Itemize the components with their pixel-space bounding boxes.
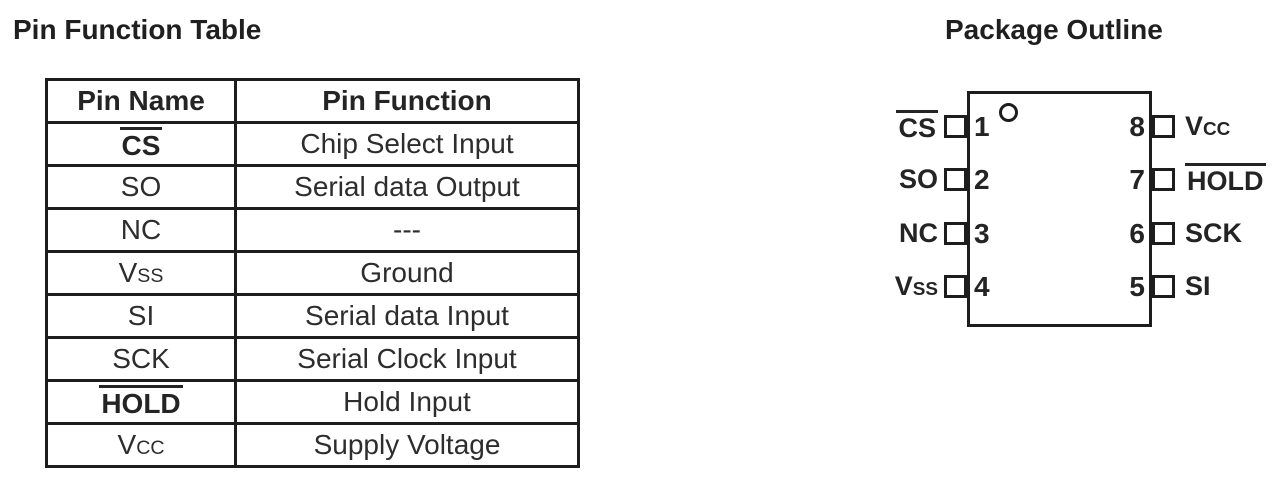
pin-name-cell: SO xyxy=(45,164,237,210)
pin-label: NC xyxy=(820,216,938,250)
pin-function-cell: Supply Voltage xyxy=(234,422,580,468)
pin-square xyxy=(944,115,967,138)
pin-function-header: Pin Function xyxy=(234,78,580,124)
table-row: CS Chip Select Input xyxy=(45,121,580,167)
pin-name-subscript: SS xyxy=(912,278,938,300)
pin-name-text: HOLD xyxy=(99,384,183,418)
pin-label: VCC xyxy=(1185,109,1274,143)
pin-square xyxy=(944,275,967,298)
pin-square xyxy=(1152,115,1175,138)
pin-square xyxy=(1152,168,1175,191)
pin-name-subscript: SS xyxy=(137,265,164,287)
pin-name-text: NC xyxy=(120,214,162,245)
pin-function-cell: Serial data Input xyxy=(234,293,580,339)
pin-square xyxy=(1152,275,1175,298)
pin-name-text: CS xyxy=(896,110,938,142)
pin-label: SI xyxy=(1185,269,1274,303)
pin1-indicator-dot xyxy=(999,103,1018,122)
pin-square xyxy=(944,168,967,191)
pin-name-text: VCC xyxy=(117,429,165,460)
pin-function-cell: --- xyxy=(234,207,580,253)
pin-number: 1 xyxy=(974,111,990,142)
pin-number: 5 xyxy=(1129,271,1145,302)
pin-function-cell: Serial data Output xyxy=(234,164,580,210)
pin-function-table-title: Pin Function Table xyxy=(13,14,262,45)
pin-name-text: SO xyxy=(898,163,938,194)
package-outline-title: Package Outline xyxy=(945,14,1163,45)
pin-number: 8 xyxy=(1129,111,1145,142)
table-header-row: Pin Name Pin Function xyxy=(45,78,580,124)
pin-name-cell: HOLD xyxy=(45,379,237,425)
pin-function-cell: Ground xyxy=(234,250,580,296)
pin-number: 6 xyxy=(1129,218,1145,249)
pin-name-text: VCC xyxy=(1185,110,1231,141)
table-row: SO Serial data Output xyxy=(45,164,580,210)
pin-name-cell: VSS xyxy=(45,250,237,296)
pin-label: SCK xyxy=(1185,216,1274,250)
pin-function-cell: Chip Select Input xyxy=(234,121,580,167)
table-row: VSS Ground xyxy=(45,250,580,296)
ic-body-outline xyxy=(967,91,1152,327)
pin-name-subscript: CC xyxy=(136,437,165,459)
pin-name-text: SCK xyxy=(112,343,170,374)
table-row: SCK Serial Clock Input xyxy=(45,336,580,382)
pin-name-text: CS xyxy=(119,126,163,160)
pin-name-text: SO xyxy=(120,171,162,202)
pin-name-cell: CS xyxy=(45,121,237,167)
pin-name-cell: NC xyxy=(45,207,237,253)
pin-name-cell: SI xyxy=(45,293,237,339)
pin-number: 7 xyxy=(1129,164,1145,195)
pin-name-cell: VCC xyxy=(45,422,237,468)
pin-name-text: NC xyxy=(899,217,938,248)
pin-number: 3 xyxy=(974,218,990,249)
pin-name-text: SI xyxy=(1185,270,1211,301)
table-row: SI Serial data Input xyxy=(45,293,580,339)
pin-name-cell: SCK xyxy=(45,336,237,382)
pin-label: VSS xyxy=(820,269,938,303)
pin-function-table: Pin Name Pin Function CS Chip Select Inpu… xyxy=(45,78,580,468)
table-row: HOLD Hold Input xyxy=(45,379,580,425)
pin-square xyxy=(944,222,967,245)
pin-number: 2 xyxy=(974,164,990,195)
pin-function-cell: Serial Clock Input xyxy=(234,336,580,382)
pin-name-text: SCK xyxy=(1185,217,1243,248)
pin-function-cell: Hold Input xyxy=(234,379,580,425)
pin-name-text: SI xyxy=(127,300,155,331)
pin-name-subscript: CC xyxy=(1203,118,1231,140)
pin-name-text: HOLD xyxy=(1185,163,1266,195)
table-row: VCC Supply Voltage xyxy=(45,422,580,468)
pin-square xyxy=(1152,222,1175,245)
pin-name-header: Pin Name xyxy=(45,78,237,124)
pin-number: 4 xyxy=(974,271,990,302)
pin-name-text: VSS xyxy=(118,257,164,288)
pin-label: CS xyxy=(820,109,938,143)
pin-label: HOLD xyxy=(1185,162,1274,196)
table-row: NC --- xyxy=(45,207,580,253)
pin-name-text: VSS xyxy=(894,270,938,301)
pin-label: SO xyxy=(820,162,938,196)
